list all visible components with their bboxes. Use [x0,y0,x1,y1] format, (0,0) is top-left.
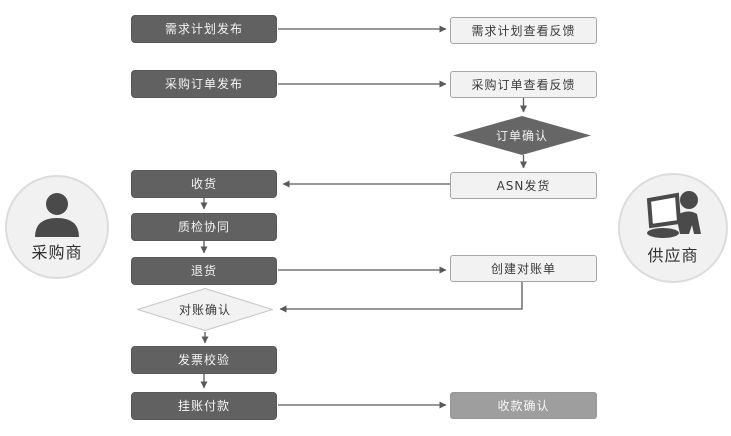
node-order-confirm-diamond: 订单确认 [453,116,591,155]
actor-supplier: 供应商 [618,173,728,283]
node-book-payment: 挂账付款 [131,392,277,420]
diamond-shape [137,288,273,331]
edge-statement-to-reconcile [279,282,523,313]
diamond-label: 对账确认 [178,303,231,317]
supplier-computer-person-icon [641,190,705,240]
node-quality-collab: 质检协同 [131,213,277,241]
node-receipt-confirm: 收款确认 [450,392,597,419]
node-demand-plan-feedback: 需求计划查看反馈 [450,17,597,44]
node-demand-plan-publish: 需求计划发布 [131,15,277,43]
node-po-publish: 采购订单发布 [131,70,277,98]
diamond-shape [453,116,591,155]
node-receive: 收货 [131,170,277,198]
diamond-label: 订单确认 [495,129,548,143]
node-reconcile-confirm-diamond: 对账确认 [137,288,273,331]
buyer-person-icon [31,191,83,237]
supplier-label: 供应商 [647,246,699,265]
actor-buyer: 采购商 [5,175,109,279]
node-invoice-verify: 发票校验 [131,346,277,374]
node-asn-ship: ASN发货 [450,172,597,199]
node-create-statement: 创建对账单 [450,255,597,282]
node-po-feedback: 采购订单查看反馈 [450,71,597,98]
node-return-goods: 退货 [131,257,277,285]
buyer-label: 采购商 [31,243,83,262]
